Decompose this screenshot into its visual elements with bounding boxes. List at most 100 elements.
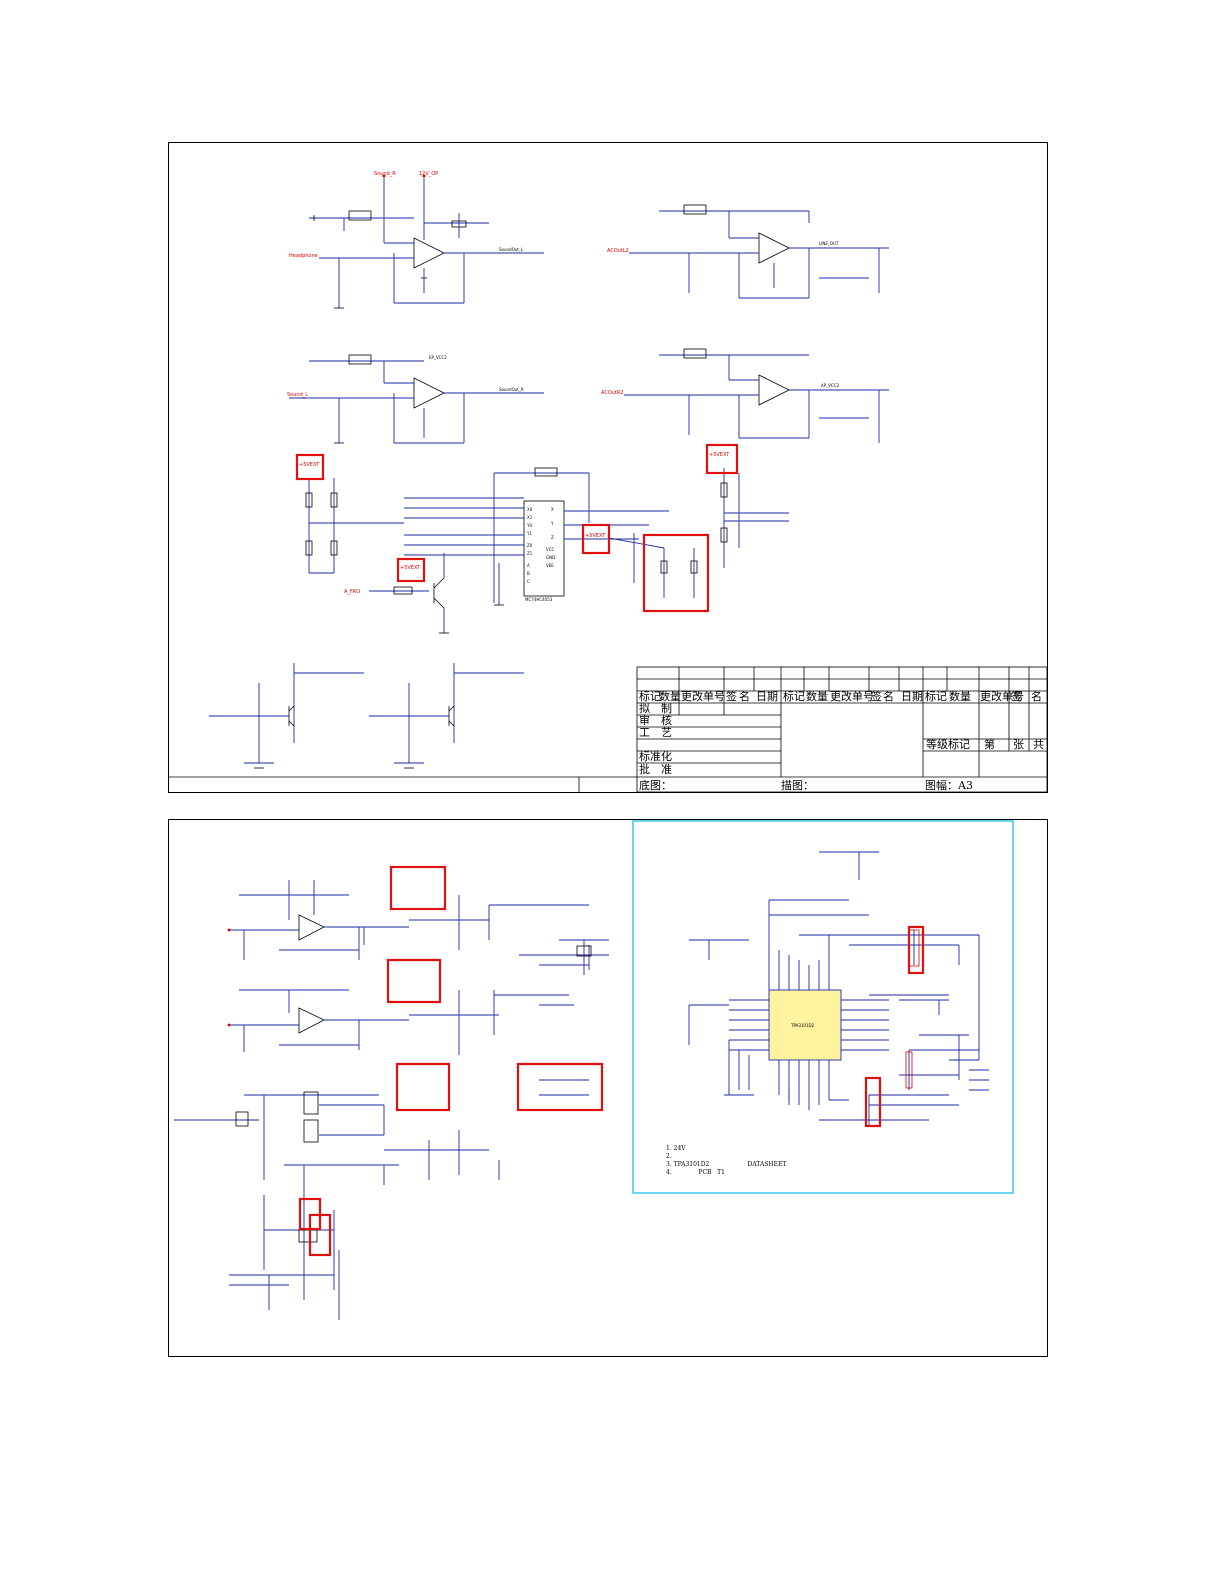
net-label: ACOutL2 xyxy=(607,248,629,254)
net-label: Sound_L xyxy=(287,392,308,398)
svg-text:A: A xyxy=(527,563,530,568)
power-label: +5VEXT xyxy=(585,533,606,539)
power-label: +5VEXT xyxy=(400,565,421,571)
power-label: +5VEXT xyxy=(709,452,730,458)
highlight-box xyxy=(907,925,925,975)
net-label: SoundOut_L xyxy=(499,247,524,252)
svg-text:Y1: Y1 xyxy=(526,531,532,536)
highlight-box xyxy=(395,1062,451,1112)
highlight-box xyxy=(295,453,325,481)
highlight-box xyxy=(386,958,442,1004)
resistor-ladder-left xyxy=(305,478,404,574)
svg-text:等级标记: 等级标记 xyxy=(926,737,970,751)
svg-text:日期: 日期 xyxy=(756,690,778,703)
power-label: +5VEXT xyxy=(299,462,320,468)
svg-text:Z0: Z0 xyxy=(527,543,533,548)
net-label: LINE_OUT xyxy=(819,241,839,246)
svg-text:底图：: 底图： xyxy=(639,778,672,792)
chip-label: MC74HC4053 xyxy=(525,597,553,602)
highlight-box xyxy=(642,533,710,613)
svg-text:图幅：A3: 图幅：A3 xyxy=(925,779,973,792)
svg-text:B: B xyxy=(527,571,530,576)
svg-text:C: C xyxy=(527,579,530,584)
net-label: Headphone xyxy=(289,253,318,259)
net-label: AP_VCC2 xyxy=(821,383,839,388)
highlight-box xyxy=(308,1213,332,1257)
svg-text:更改单号: 更改单号 xyxy=(980,689,1024,703)
highlight-box xyxy=(581,523,611,555)
svg-text:张: 张 xyxy=(1013,738,1024,751)
amp-chip xyxy=(768,989,842,1061)
svg-text:Y: Y xyxy=(550,521,554,526)
svg-text:拟 制: 拟 制 xyxy=(639,701,672,715)
highlight-box xyxy=(705,443,739,475)
amp-chip-label: TPA3101D2 xyxy=(790,1023,815,1028)
note-line: 3. TPA3101D2 DATASHEET xyxy=(666,1161,786,1168)
net-label: ACOutR2 xyxy=(601,390,624,396)
opamp-stage-bottom xyxy=(227,989,574,1055)
connector-right xyxy=(519,945,609,970)
svg-text:数量: 数量 xyxy=(949,690,971,703)
svg-text:审 核: 审 核 xyxy=(639,713,672,727)
net-label: EP_VCC2 xyxy=(429,355,447,360)
svg-text:批 准: 批 准 xyxy=(639,762,672,776)
svg-text:签: 签 xyxy=(1011,689,1022,703)
net-label: 12V_OP xyxy=(419,171,438,177)
svg-text:数量: 数量 xyxy=(659,690,681,703)
tpa3101-amplifier: TPA3101D2 xyxy=(688,851,989,1125)
note-line: 1. 24V xyxy=(666,1145,686,1152)
svg-text:共: 共 xyxy=(1033,738,1044,751)
svg-text:第: 第 xyxy=(984,737,995,751)
svg-text:名: 名 xyxy=(883,689,894,703)
svg-text:X0: X0 xyxy=(527,507,533,512)
svg-text:签: 签 xyxy=(726,689,737,703)
svg-text:日期: 日期 xyxy=(901,690,923,703)
svg-text:标记: 标记 xyxy=(925,689,947,703)
svg-text:名: 名 xyxy=(739,689,750,703)
svg-text:VEE: VEE xyxy=(546,563,554,568)
svg-text:数量: 数量 xyxy=(806,690,828,703)
highlight-box xyxy=(864,1076,882,1128)
highlight-box xyxy=(516,1062,604,1112)
svg-text:标记: 标记 xyxy=(783,689,805,703)
notes: 1. 24V 2. 3. TPA3101D2 DATASHEET 4. PCB … xyxy=(664,1142,842,1180)
svg-text:VCC: VCC xyxy=(546,547,555,552)
svg-text:Z1: Z1 xyxy=(527,551,533,556)
svg-text:描图：: 描图： xyxy=(781,778,814,792)
stereo-detect xyxy=(608,533,698,598)
svg-text:GND: GND xyxy=(546,555,555,560)
pullup-network-right xyxy=(720,468,789,568)
transistor-q-mute: A_FRO xyxy=(344,553,449,634)
amp-frame xyxy=(632,820,1014,1194)
transistor-pair-bottom xyxy=(209,663,524,769)
svg-text:Y0: Y0 xyxy=(526,523,532,528)
net-label: A_FRO xyxy=(344,589,360,595)
svg-text:Z: Z xyxy=(551,535,554,540)
schematic-1-drawing: Sound_R 12V_OP Headphone SoundOut_L Soun… xyxy=(169,171,1047,792)
opamp-block-top-left: Sound_R 12V_OP Headphone SoundOut_L xyxy=(289,171,544,309)
opamp-block-mid-right: ACOutR2 AP_VCC2 xyxy=(601,348,889,443)
svg-text:X: X xyxy=(551,507,554,512)
highlight-box xyxy=(389,865,447,911)
mux-chip: MC74HC4053 X0 X1 Y0 Y1 Z0 Z1 A B C X Y Z… xyxy=(404,467,669,606)
opamp-block-top-right: ACOutL2 LINE_OUT xyxy=(607,204,889,299)
title-block: 标记 数量 更改单号 签 名 日期 标记 数量 更改单号 签 名 日期 标记 数… xyxy=(169,666,1047,792)
schematic-2-drawing: TPA3101D2 xyxy=(174,820,1014,1320)
svg-text:更改单号: 更改单号 xyxy=(681,689,725,703)
svg-text:签: 签 xyxy=(871,689,882,703)
svg-text:X1: X1 xyxy=(527,515,533,520)
note-line: 2. xyxy=(666,1153,672,1160)
svg-text:标准化: 标准化 xyxy=(639,749,672,763)
net-label: SoundOut_R xyxy=(499,387,524,392)
highlight-box xyxy=(396,557,426,583)
opamp-block-mid-left: Sound_L SoundOut_R EP_VCC2 xyxy=(287,354,544,444)
svg-text:标记: 标记 xyxy=(639,689,661,703)
schematic-sheet-2: TPA3101D2 xyxy=(168,819,1048,1357)
svg-text:更改单号: 更改单号 xyxy=(830,689,874,703)
schematic-sheet-1: Sound_R 12V_OP Headphone SoundOut_L Soun… xyxy=(168,142,1048,793)
note-line: 4. PCB T1 xyxy=(666,1169,725,1176)
svg-text:名: 名 xyxy=(1031,689,1042,703)
svg-text:工 艺: 工 艺 xyxy=(639,726,672,739)
net-label: Sound_R xyxy=(374,171,396,177)
opamp-stage-top xyxy=(227,880,609,975)
